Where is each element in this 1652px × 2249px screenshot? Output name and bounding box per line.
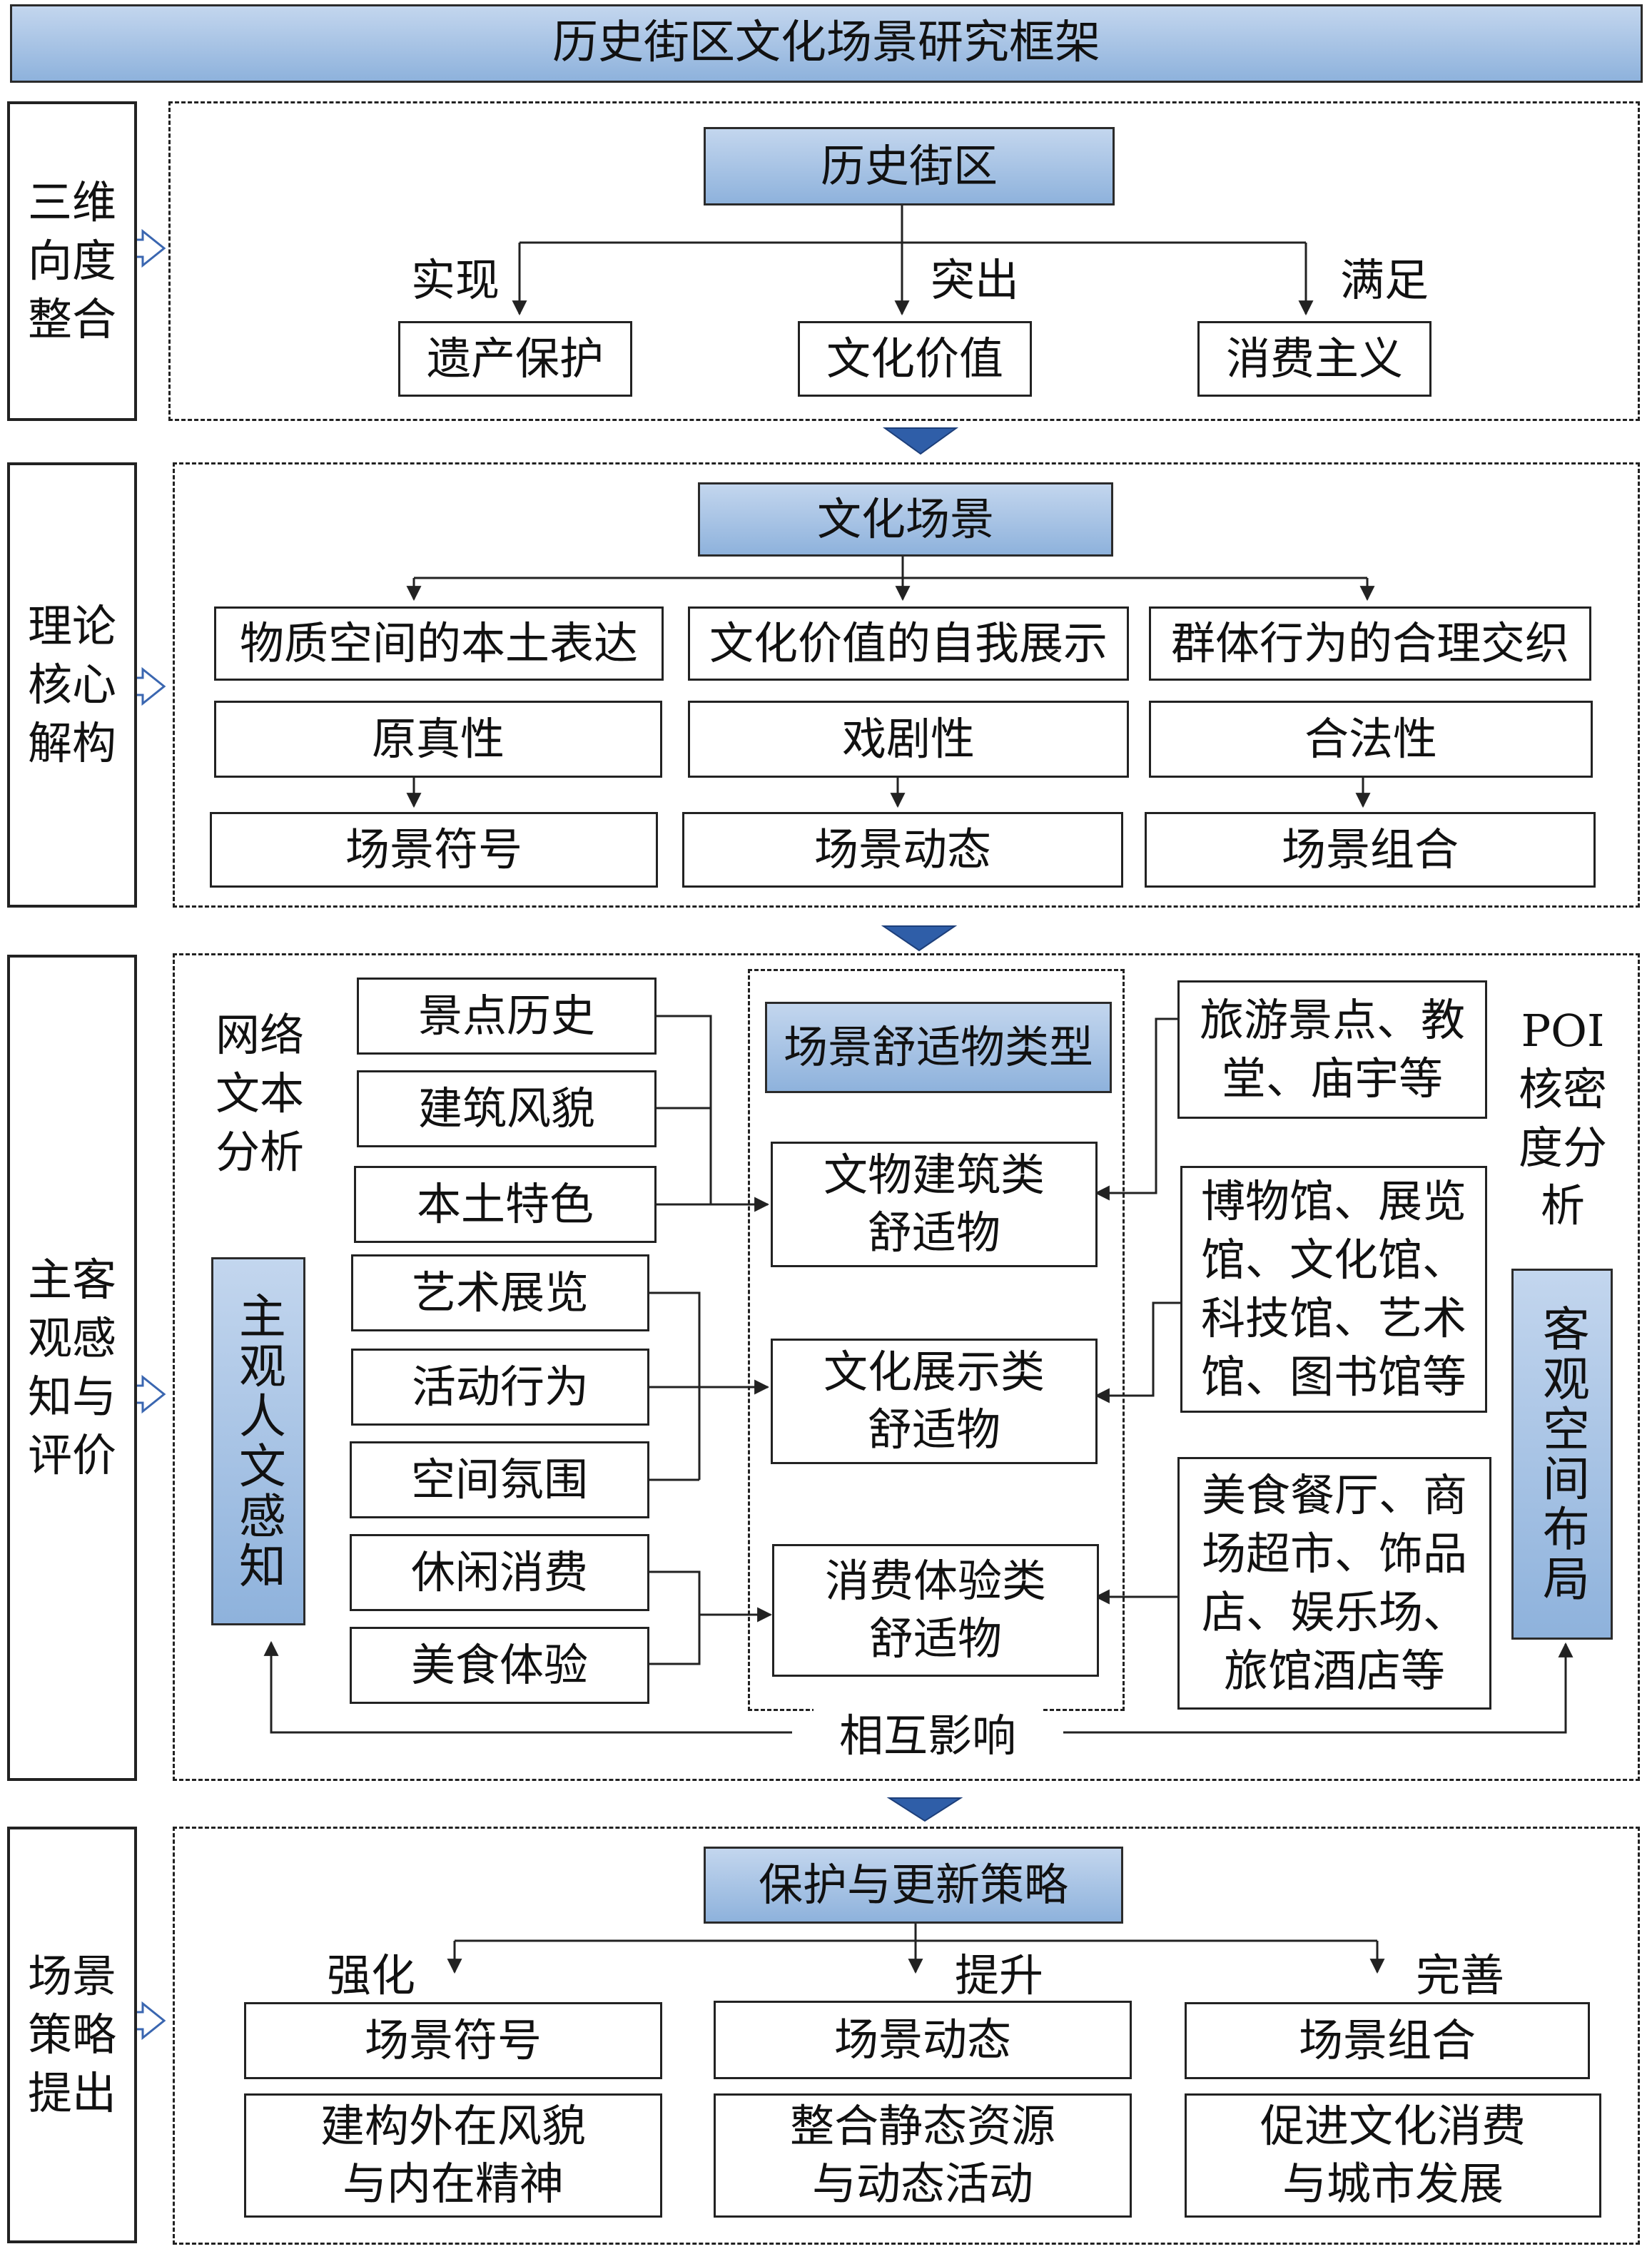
verb-highlight: 突出 [930, 254, 1019, 306]
dimension-cultural-display: 文化价值的自我展示 [688, 606, 1129, 681]
property-authenticity: 原真性 [214, 701, 662, 778]
mutual-influence-label: 相互影响 [814, 1707, 1042, 1765]
dimension-group-behavior: 群体行为的合理交织 [1149, 606, 1591, 681]
amenity-heritage-building: 文物建筑类 舒适物 [771, 1142, 1098, 1267]
perception-item-art-exhibition: 艺术展览 [351, 1254, 649, 1331]
strategy-desc-symbol: 建构外在风貌 与内在精神 [244, 2093, 662, 2218]
perception-item-scenic-history: 景点历史 [357, 978, 657, 1055]
strategy-desc-combination: 促进文化消费 与城市发展 [1185, 2093, 1601, 2218]
consumerism-node: 消费主义 [1197, 321, 1431, 397]
perception-item-local-features: 本土特色 [354, 1166, 657, 1243]
stage-label-perception: 主客 观感 知与 评价 [7, 955, 137, 1781]
strategy-scene-combination: 场景组合 [1185, 2002, 1590, 2079]
amenity-cultural-display: 文化展示类 舒适物 [771, 1339, 1098, 1464]
stage-label-integration: 三维 向度 整合 [7, 101, 137, 421]
stage-label-strategy: 场景 策略 提出 [7, 1827, 137, 2243]
amenity-type-header: 场景舒适物类型 [765, 1002, 1112, 1093]
dimension-material-space: 物质空间的本土表达 [214, 606, 664, 681]
heritage-protection-node: 遗产保护 [398, 321, 632, 397]
network-text-analysis-label: 网络 文本 分析 [215, 1009, 304, 1178]
cultural-scene-node: 文化场景 [698, 482, 1113, 557]
section-perception [173, 953, 1640, 1781]
protection-renewal-strategy-node: 保护与更新策略 [704, 1847, 1123, 1924]
strategy-desc-dynamics: 整合静态资源 与动态活动 [714, 2093, 1132, 2218]
poi-kernel-density-label: POI 核密 度分 析 [1518, 1005, 1607, 1232]
verb-improve: 完善 [1415, 1949, 1504, 2001]
perception-item-atmosphere: 空间氛围 [350, 1441, 649, 1518]
result-scene-symbol: 场景符号 [210, 812, 658, 888]
verb-enhance: 提升 [954, 1949, 1043, 2001]
poi-list-consumption: 美食餐厅、商 场超市、饰品 店、娱乐场、 旅馆酒店等 [1177, 1457, 1491, 1710]
strategy-scene-dynamics: 场景动态 [714, 2001, 1132, 2079]
section-integration [168, 101, 1640, 421]
amenity-consumption-experience: 消费体验类 舒适物 [772, 1544, 1099, 1677]
verb-strengthen: 强化 [326, 1949, 415, 2001]
poi-list-cultural-display: 博物馆、展览 馆、文化馆、 科技馆、艺术 馆、图书馆等 [1180, 1166, 1487, 1413]
perception-item-architecture: 建筑风貌 [357, 1070, 657, 1147]
section-strategy [173, 1827, 1640, 2245]
page-title: 历史街区文化场景研究框架 [10, 4, 1643, 83]
verb-realize: 实现 [410, 254, 500, 306]
historic-district-node: 历史街区 [704, 127, 1115, 205]
subjective-perception-bar: 主观人文感知 [211, 1257, 305, 1625]
perception-item-leisure-consumption: 休闲消费 [350, 1534, 649, 1611]
poi-list-heritage: 旅游景点、教 堂、庙宇等 [1177, 980, 1487, 1119]
property-theatricality: 戏剧性 [688, 701, 1129, 778]
cultural-value-node: 文化价值 [798, 321, 1032, 397]
perception-item-activities: 活动行为 [351, 1349, 649, 1426]
verb-satisfy: 满足 [1339, 254, 1429, 306]
strategy-scene-symbol: 场景符号 [244, 2002, 662, 2079]
result-scene-combination: 场景组合 [1145, 812, 1596, 888]
stage-label-theory: 理论 核心 解构 [7, 462, 137, 908]
result-scene-dynamics: 场景动态 [682, 812, 1123, 888]
section-theory [173, 462, 1640, 908]
perception-item-food-experience: 美食体验 [350, 1627, 649, 1704]
objective-spatial-layout-bar: 客观空间布局 [1511, 1269, 1613, 1640]
property-legitimacy: 合法性 [1149, 701, 1593, 778]
